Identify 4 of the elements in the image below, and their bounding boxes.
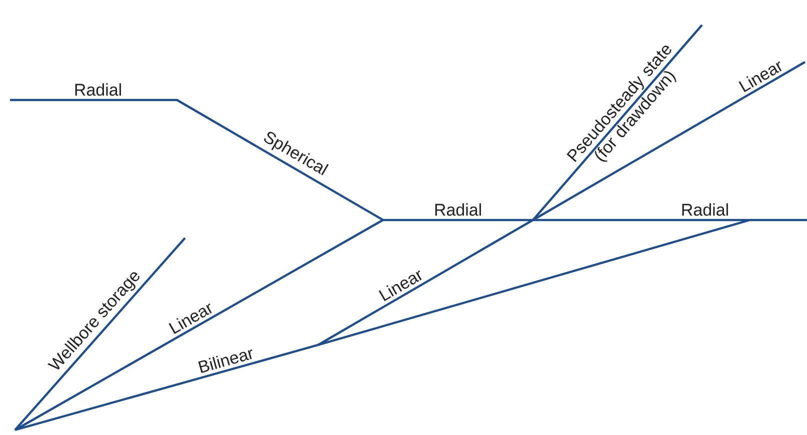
regime-label: Bilinear: [198, 349, 252, 373]
regime-label: Radial: [682, 203, 728, 216]
regime-label: Radial: [75, 83, 121, 96]
regime-label: Radial: [435, 203, 481, 216]
